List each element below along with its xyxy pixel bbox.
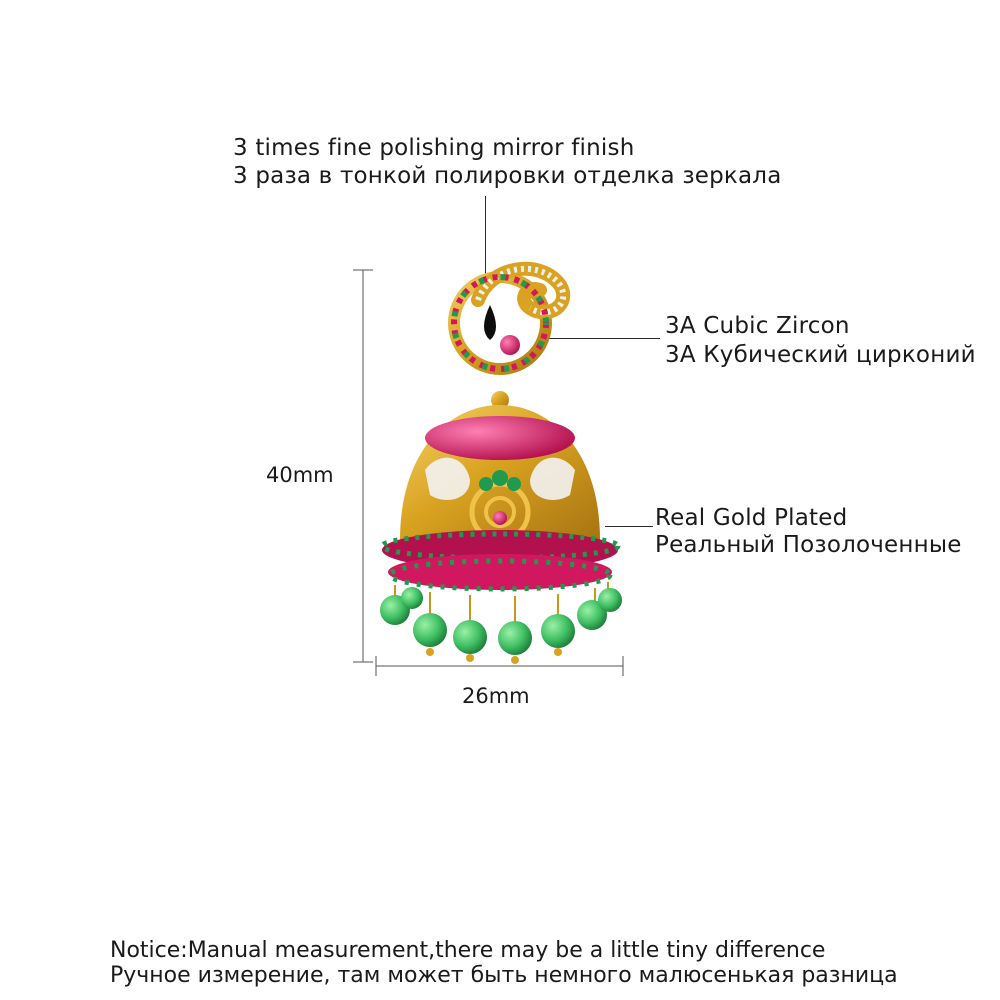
polishing-leader-line — [485, 196, 486, 284]
notice-text-en: Notice:Manual measurement,there may be a… — [110, 938, 826, 963]
gold-callout-en: Real Gold Plated — [655, 505, 848, 531]
polishing-callout-en: 3 times fine polishing mirror finish — [233, 135, 635, 161]
gold-callout-ru: Реальный Позолоченные — [655, 532, 962, 558]
zircon-leader-line — [548, 338, 660, 339]
dome-rim — [379, 530, 621, 592]
polishing-callout-ru: 3 раза в тонкой полировки отделка зеркал… — [233, 163, 782, 189]
width-dimension-label: 26mm — [462, 684, 530, 708]
gold-leader-line — [605, 526, 653, 527]
zircon-callout-en: 3A Cubic Zircon — [665, 313, 850, 339]
dome-body — [400, 405, 600, 543]
paisley-stud — [448, 261, 571, 409]
zircon-callout-ru: 3А Кубический цирконий — [665, 342, 976, 368]
height-dimension-label: 40mm — [266, 463, 334, 487]
notice-text-ru: Ручное измерение, там может быть немного… — [110, 963, 898, 988]
jade-beads — [380, 587, 622, 664]
